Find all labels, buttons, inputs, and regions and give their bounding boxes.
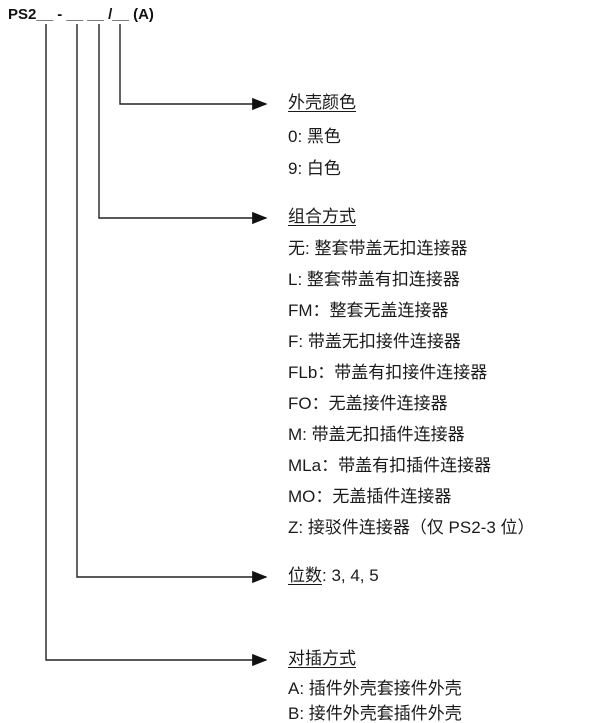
positions-heading: 位数: [288, 566, 322, 585]
connector-line-positions: [76, 24, 268, 584]
combination-item: FLb：带盖有扣接件连接器: [288, 363, 488, 382]
combination-item: L: 整套带盖有扣连接器: [288, 270, 460, 289]
shell-color-heading: 外壳颜色: [288, 93, 356, 112]
connector-line-shell-color: [119, 24, 268, 111]
part-number-format: PS2__ - __ __ /__ (A): [8, 6, 154, 23]
combination-item: Z: 接驳件连接器（仅 PS2-3 位）: [288, 518, 535, 537]
connector-line-combination: [98, 24, 268, 225]
mating-heading: 对插方式: [288, 649, 356, 668]
combination-item: M: 带盖无扣插件连接器: [288, 425, 465, 444]
mating-item: A: 插件外壳套接件外壳: [288, 679, 462, 698]
positions-value: : 3, 4, 5: [322, 566, 379, 585]
combination-item: 无: 整套带盖无扣连接器: [288, 239, 468, 258]
combination-item: FM：整套无盖连接器: [288, 301, 449, 320]
combination-item: MO：无盖插件连接器: [288, 487, 452, 506]
connector-line-mating: [45, 24, 268, 667]
combination-item: MLa：带盖有扣插件连接器: [288, 456, 492, 475]
positions-row: 位数: 3, 4, 5: [288, 566, 379, 586]
shell-color-item: 0: 黑色: [288, 127, 341, 146]
mating-item: B: 接件外壳套插件外壳: [288, 704, 462, 723]
shell-color-item: 9: 白色: [288, 159, 341, 178]
combination-heading: 组合方式: [288, 207, 356, 226]
combination-item: FO：无盖接件连接器: [288, 394, 448, 413]
combination-item: F: 带盖无扣接件连接器: [288, 332, 461, 351]
